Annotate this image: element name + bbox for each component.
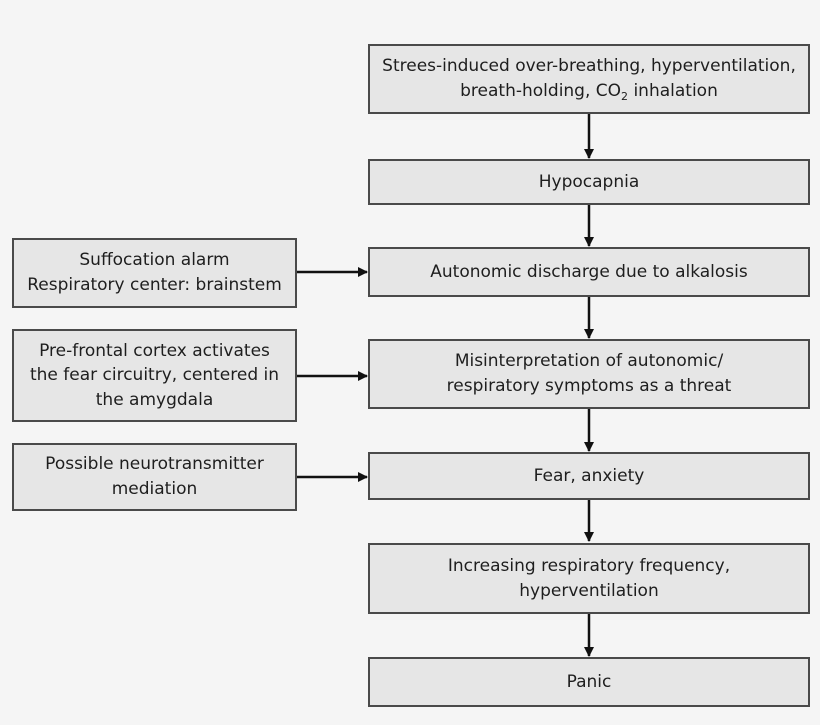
side2-line3: the amygdala bbox=[95, 389, 214, 410]
box-stress-induced-breathing: Strees-induced over-breathing, hypervent… bbox=[368, 44, 810, 114]
side3-line2: mediation bbox=[111, 479, 198, 499]
side2-line1: Pre-frontal cortex activates bbox=[39, 340, 270, 361]
box3-line1: Autonomic discharge due to alkalosis bbox=[430, 261, 748, 282]
box-neurotransmitter-mediation: Possible neurotransmitter mediation bbox=[12, 443, 297, 511]
box6-line1: Increasing respiratory frequency, bbox=[447, 555, 731, 576]
box1-line2-post: inhalation bbox=[628, 81, 718, 101]
box-panic: Panic bbox=[368, 657, 810, 707]
box1-line2-sub: 2 bbox=[621, 89, 629, 103]
box-suffocation-alarm: Suffocation alarm Respiratory center: br… bbox=[12, 238, 297, 308]
box-hypocapnia: Hypocapnia bbox=[368, 159, 810, 205]
box2-line1: Hypocapnia bbox=[538, 171, 640, 192]
box4-line1: Misinterpretation of autonomic/ bbox=[454, 351, 724, 372]
box7-line1: Panic bbox=[566, 671, 612, 692]
box-prefrontal-cortex: Pre-frontal cortex activates the fear ci… bbox=[12, 329, 297, 422]
side3-line1: Possible neurotransmitter bbox=[45, 454, 264, 475]
box6-line2: hyperventilation bbox=[519, 580, 659, 601]
side2-line2: the fear circuitry, centered in bbox=[29, 365, 280, 386]
side1-line1: Suffocation alarm bbox=[79, 250, 230, 271]
box-increasing-respiratory-frequency: Increasing respiratory frequency, hyperv… bbox=[368, 543, 810, 614]
box-fear-anxiety: Fear, anxiety bbox=[368, 452, 810, 500]
box4-line2: respiratory symptoms as a threat bbox=[446, 376, 732, 396]
box5-line1: Fear, anxiety bbox=[533, 465, 645, 486]
box-autonomic-discharge: Autonomic discharge due to alkalosis bbox=[368, 247, 810, 297]
box1-line2: breath-holding, CO2 inhalation bbox=[460, 79, 718, 104]
box1-line1: Strees-induced over-breathing, hypervent… bbox=[382, 56, 796, 77]
box1-line2-pre: breath-holding, CO bbox=[460, 81, 622, 101]
side1-line2: Respiratory center: brainstem bbox=[27, 275, 282, 295]
box-misinterpretation: Misinterpretation of autonomic/ respirat… bbox=[368, 339, 810, 409]
